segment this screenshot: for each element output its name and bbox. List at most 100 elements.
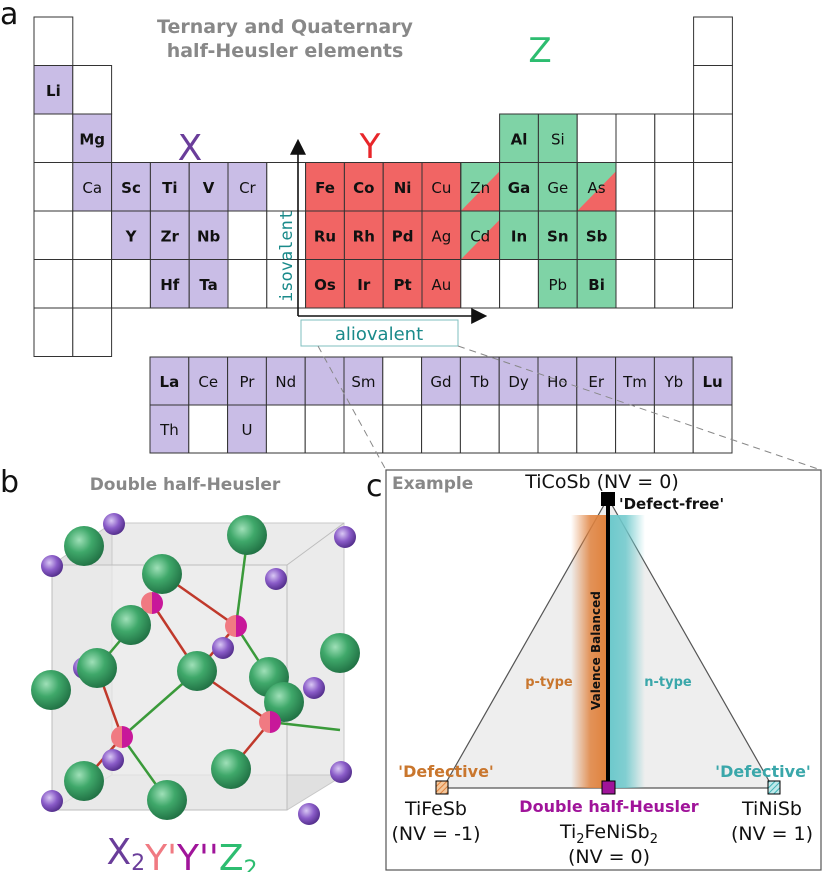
element-symbol: Si (551, 130, 565, 148)
element-cell-mg: Mg (72, 113, 113, 163)
y-atom (225, 615, 247, 637)
empty-cell (693, 113, 733, 163)
element-symbol: Co (353, 179, 374, 197)
x-atom (103, 513, 125, 535)
element-symbol: Dy (508, 373, 529, 391)
empty-cell (693, 16, 733, 66)
dhh-formula: Ti2FeNiSb2 (559, 821, 658, 847)
element-cell-nd: Nd (265, 356, 306, 406)
x-atom (330, 761, 352, 783)
right-nv-label: (NV = 1) (731, 823, 813, 845)
empty-cell (265, 404, 306, 454)
x-atom (41, 555, 63, 577)
element-cell-cu: Cu (421, 162, 462, 212)
element-symbol: As (588, 179, 606, 197)
element-symbol: Cd (470, 227, 490, 245)
atoms (31, 513, 360, 825)
element-symbol: Ce (198, 373, 218, 391)
element-cell-al: Al (499, 113, 539, 163)
element-cell-lu: Lu (692, 356, 733, 406)
empty-cell (615, 259, 656, 309)
p-type-label: p-type (525, 675, 573, 690)
element-cell-u: U (227, 404, 267, 454)
element-symbol: Gd (430, 373, 451, 391)
element-cell-rh: Rh (343, 210, 384, 260)
element-cell-ru: Ru (305, 210, 345, 260)
element-cell-as: As (576, 162, 617, 212)
isovalent-label: isovalent (277, 210, 297, 302)
element-symbol: Tm (622, 373, 647, 391)
dhh-title: Double half-Heusler (519, 797, 699, 816)
empty-cell (576, 404, 617, 454)
element-cell-y: Y (111, 210, 151, 260)
element-cell-yb: Yb (653, 356, 694, 406)
right-compound-label: TiNiSb (741, 798, 802, 820)
element-cell-sm: Sm (343, 356, 384, 406)
element-cell-ho: Ho (537, 356, 578, 406)
element-symbol: Sc (121, 179, 141, 197)
element-cell-zn: Zn (460, 162, 501, 212)
element-cell-pd: Pd (382, 210, 423, 260)
element-cell-ga: Ga (499, 162, 539, 212)
z-atom (211, 749, 251, 789)
element-symbol: Ir (357, 276, 371, 294)
empty-cell (693, 162, 733, 212)
element-cell-er: Er (576, 356, 617, 406)
element-symbol: Pb (549, 276, 568, 294)
empty-cell (33, 259, 74, 309)
dhh-nv: (NV = 0) (568, 846, 650, 868)
panel-label-b: b (0, 465, 19, 500)
empty-cell (615, 210, 656, 260)
z-atom (31, 670, 71, 710)
empty-cell (343, 404, 384, 454)
z-atom (111, 605, 151, 645)
element-symbol: Cr (239, 179, 256, 197)
element-symbol: Al (511, 130, 528, 148)
empty-cell (227, 210, 268, 260)
element-symbol: Hf (160, 276, 180, 294)
tinisb-marker (767, 780, 781, 795)
element-symbol: Sn (547, 227, 568, 245)
element-symbol: Fe (315, 179, 335, 197)
p-type-band (571, 515, 606, 788)
element-symbol: Nb (197, 227, 221, 245)
empty-cell (421, 404, 461, 454)
empty-cell (33, 162, 74, 212)
element-cell-pr: Pr (227, 356, 267, 406)
element-symbol: Ti (162, 179, 177, 197)
empty-cell (654, 162, 695, 212)
element-cell-cr: Cr (227, 162, 268, 212)
valence-balanced-label: Valence Balanced (589, 591, 603, 710)
element-cell-th: Th (149, 404, 190, 454)
empty-cell (615, 404, 655, 454)
structure-formula: X2Y'Y''Z2 (106, 832, 257, 872)
empty-cell (692, 404, 733, 454)
tifesb-marker (435, 780, 449, 795)
empty-cell (615, 113, 656, 163)
element-symbol: Os (314, 276, 336, 294)
element-cell-pb: Pb (537, 259, 578, 309)
x-site-label: X (178, 128, 203, 169)
aliovalent-label: aliovalent (335, 324, 423, 345)
element-cell-ni: Ni (382, 162, 423, 212)
element-cell-la: La (149, 356, 190, 406)
element-cell-zr: Zr (149, 210, 190, 260)
element-cell-tm: Tm (615, 356, 655, 406)
element-cell-si: Si (537, 113, 578, 163)
element-symbol: Ta (199, 276, 217, 294)
element-cell-ce: Ce (188, 356, 229, 406)
z-atom (177, 651, 217, 691)
element-cell-sc: Sc (111, 162, 151, 212)
z-atom (142, 554, 182, 594)
panel-label-c: c (366, 469, 383, 504)
empty-cell (33, 307, 74, 357)
x-atom (102, 749, 124, 771)
empty-cell (33, 210, 74, 260)
empty-cell (615, 162, 656, 212)
element-symbol: Th (159, 421, 179, 439)
table-title-line2: half-Heusler elements (167, 40, 404, 62)
element-cell-ta: Ta (188, 259, 229, 309)
element-cell-gd: Gd (421, 356, 461, 406)
dhh-marker (601, 780, 616, 795)
